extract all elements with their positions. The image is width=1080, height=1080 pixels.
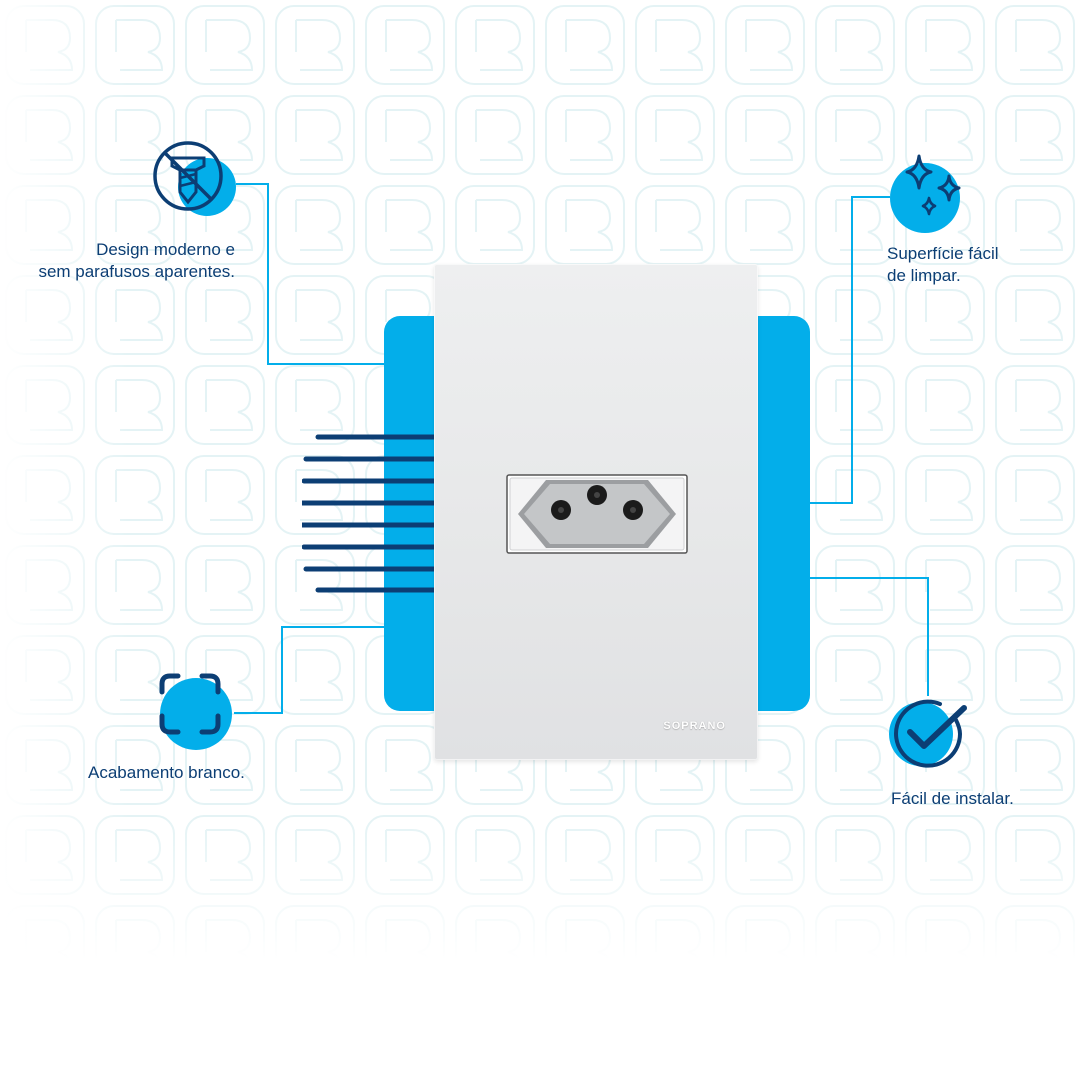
brand-logo: SOPRANO [663, 720, 726, 732]
feature-label-finish: Acabamento branco. [88, 763, 245, 782]
feature-label-surface: Superfície fácil de limpar. [887, 244, 999, 285]
sparkle-icon [890, 154, 961, 233]
check-circle-icon [889, 699, 967, 768]
frame-corners-icon [159, 673, 232, 750]
stripe-decoration [302, 434, 438, 593]
outlet-plate: SOPRANO [434, 264, 758, 760]
screw-crossed-icon [153, 141, 236, 216]
feature-label-design: Design moderno e sem parafusos aparentes… [38, 240, 235, 281]
blue-frame-right [748, 316, 810, 711]
feature-label-install: Fácil de instalar. [891, 789, 1014, 808]
outlet-socket [506, 474, 688, 554]
